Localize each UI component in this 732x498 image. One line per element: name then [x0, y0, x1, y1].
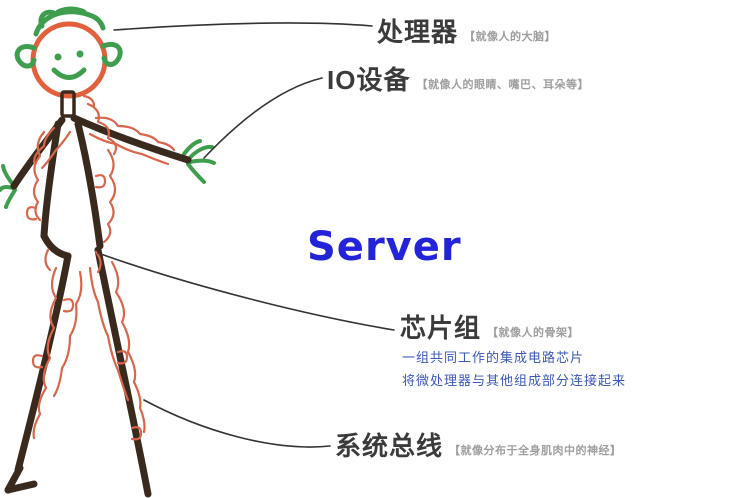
io-note: 【就像人的眼睛、嘴巴、耳朵等】: [416, 79, 589, 91]
neck: [60, 90, 76, 118]
hair-curl-icon: [38, 9, 57, 29]
muscle-outline: [94, 250, 102, 274]
chipset-note: 【就像人的骨架】: [487, 327, 580, 339]
muscle-tick: [25, 206, 38, 221]
processor-label: 处理器: [377, 17, 459, 47]
server-label: Server: [307, 224, 462, 270]
chipset-description-line2: 将微处理器与其他组成部分连接起来: [402, 373, 627, 388]
muscle-outline: [44, 248, 52, 272]
processor-note: 【就像人的大脑】: [464, 31, 557, 43]
muscle-tick: [62, 298, 75, 313]
torso-right-line: [74, 120, 104, 250]
io-label: IO设备: [327, 65, 411, 95]
bus-leader-line: [143, 399, 331, 448]
left-ear-icon: [14, 44, 37, 69]
bus-label: 系统总线: [335, 431, 444, 461]
chipset-label-group: 芯片组 【就像人的骨架】: [400, 308, 579, 345]
right-ear-icon: [100, 42, 123, 68]
muscle-outline: [94, 116, 176, 152]
muscle-outline: [88, 266, 130, 402]
muscle-outline: [110, 260, 146, 434]
muscle-tick: [116, 350, 129, 365]
muscle-outline: [88, 132, 170, 166]
muscle-tick: [82, 94, 96, 108]
hair-icon: [33, 9, 106, 37]
eyes-group: [54, 50, 84, 61]
torso-left-line: [40, 120, 62, 240]
right-hand-finger: [186, 162, 206, 184]
right-leg: [94, 246, 152, 498]
chipset-description: 一组共同工作的集成电路芯片 将微处理器与其他组成部分连接起来: [402, 346, 626, 392]
io-leader-line: [203, 77, 323, 159]
processor-label-group: 处理器 【就像人的大脑】: [377, 12, 556, 49]
right-eye-icon: [76, 50, 84, 58]
bus-note: 【就像分布于全身肌肉中的神经】: [449, 445, 622, 457]
server-label-group: Server: [307, 224, 462, 270]
left-eye-icon: [54, 53, 62, 61]
right-hand-finger: [182, 139, 202, 156]
muscle-outline: [32, 126, 56, 164]
muscle-outline: [32, 266, 58, 440]
head-outline: [30, 21, 108, 99]
muscle-tick: [31, 354, 44, 369]
body-lines-group: [4, 90, 192, 498]
chipset-label: 芯片组: [400, 313, 482, 343]
right-hand-finger: [188, 158, 216, 165]
muscle-tick: [130, 426, 143, 441]
left-foot: [4, 480, 38, 494]
bus-label-group: 系统总线 【就像分布于全身肌肉中的神经】: [335, 426, 622, 463]
muscle-outline-group: [25, 94, 176, 441]
muscle-outline: [40, 130, 72, 170]
left-hand-finger: [4, 188, 17, 209]
processor-leader-line: [113, 22, 373, 31]
right-arm: [70, 114, 192, 164]
io-label-group: IO设备 【就像人的眼睛、嘴巴、耳朵等】: [327, 60, 589, 97]
muscle-outline: [102, 148, 117, 244]
head-group: [30, 21, 108, 99]
smile-icon: [51, 67, 87, 80]
leader-lines-group: [97, 22, 395, 448]
green-features-group: [0, 6, 216, 209]
chipset-leader-line: [97, 252, 395, 331]
chipset-description-line1: 一组共同工作的集成电路芯片: [402, 350, 585, 365]
hair-strand-icon: [55, 6, 87, 15]
muscle-tick: [94, 174, 107, 189]
muscle-outline: [52, 270, 83, 398]
left-leg: [14, 252, 72, 474]
